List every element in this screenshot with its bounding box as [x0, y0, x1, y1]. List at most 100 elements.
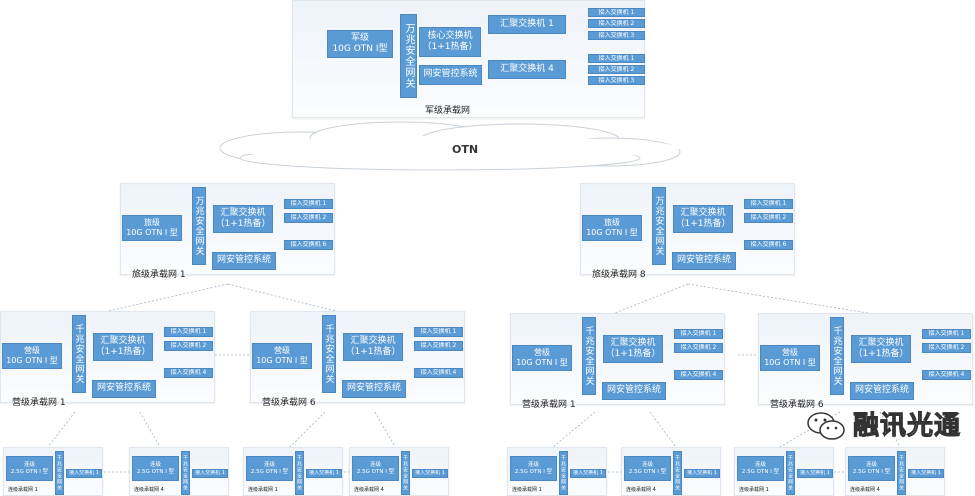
access-switch: 接入交换机 2	[674, 343, 723, 353]
network-title: 旅级承载网 8	[592, 270, 646, 280]
access-switch: 接入交换机 6	[284, 240, 333, 250]
otn-node: 连级 2.5G OTN I 型	[624, 456, 671, 481]
security-system: 网安管控系统	[342, 380, 406, 398]
aggregation-switch: 汇聚交换机 （1+1热备）	[673, 205, 733, 233]
otn-node: 连级 2.5G OTN I 型	[352, 456, 399, 481]
security-gateway: 千兆安全网关	[181, 451, 190, 495]
wechat-icon	[807, 412, 845, 440]
aggregation-switch: 汇聚交换机 （1+1热备）	[93, 333, 153, 361]
core-security-system: 网安管控系统	[419, 65, 482, 85]
security-gateway: 千兆安全网关	[401, 451, 410, 495]
aggregation-switch: 汇聚交换机 1	[488, 15, 566, 34]
security-gateway: 万兆安全网关	[652, 187, 666, 265]
access-switch: 接入交换机 1	[744, 199, 793, 209]
access-switch: 接入交换机 2	[588, 19, 645, 28]
network-title: 营级承载网 6	[262, 398, 316, 408]
security-system: 网安管控系统	[672, 252, 736, 270]
access-switch: 接入交换机 2	[588, 65, 645, 74]
access-switch: 接入交换机 1	[570, 469, 606, 478]
security-system: 网安管控系统	[92, 380, 156, 398]
network-title: 旅级承载网 1	[132, 270, 186, 280]
access-switch: 接入交换机 1	[684, 469, 720, 478]
access-switch: 接入交换机 1	[412, 469, 448, 478]
network-title: 连级承载网 1	[248, 487, 278, 493]
core-switch: 核心交换机 （1+1热备）	[419, 27, 481, 57]
access-switch: 接入交换机 3	[588, 76, 645, 85]
hierarchy-links	[47, 283, 901, 473]
access-switch: 接入交换机 2	[922, 343, 971, 353]
security-gateway: 千兆安全网关	[786, 451, 795, 495]
network-title: 连级承载网 1	[512, 487, 542, 493]
otn-node: 旅级 10G OTN I 型	[582, 215, 642, 241]
network-title: 连级承载网 1	[8, 487, 38, 493]
access-switch: 接入交换机 1	[908, 469, 944, 478]
security-gateway: 千兆安全网关	[322, 315, 336, 393]
core-gateway: 万兆安全网关	[400, 14, 417, 98]
otn-node: 营级 10G OTN I 型	[2, 343, 62, 369]
access-switch: 接入交换机 2	[414, 341, 463, 351]
otn-node: 连级 2.5G OTN I 型	[246, 456, 293, 481]
otn-node: 连级 2.5G OTN I 型	[132, 456, 179, 481]
network-title: 连级承载网 4	[850, 487, 880, 493]
core-otn-node: 军级 10G OTN I型	[327, 30, 393, 58]
network-title: 营级承载网 6	[770, 400, 824, 410]
security-gateway: 千兆安全网关	[559, 451, 568, 495]
access-switch: 接入交换机 1	[922, 329, 971, 339]
watermark: 融讯光通	[805, 409, 961, 443]
otn-node: 连级 2.5G OTN I 型	[510, 456, 557, 481]
security-gateway: 千兆安全网关	[72, 315, 86, 393]
security-system: 网安管控系统	[212, 252, 276, 270]
access-switch: 接入交换机 6	[744, 240, 793, 250]
otn-node: 营级 10G OTN I 型	[760, 345, 820, 371]
otn-node: 营级 10G OTN I 型	[512, 345, 572, 371]
security-system: 网安管控系统	[602, 382, 666, 400]
otn-cloud-label: OTN	[452, 143, 479, 156]
access-switch: 接入交换机 4	[164, 368, 213, 378]
network-title: 连级承载网 4	[626, 487, 656, 493]
access-switch: 接入交换机 2	[164, 341, 213, 351]
access-switch: 接入交换机 1	[66, 469, 102, 478]
access-switch: 接入交换机 1	[306, 469, 342, 478]
security-gateway: 千兆安全网关	[830, 317, 844, 395]
otn-node: 连级 2.5G OTN I 型	[848, 456, 895, 481]
otn-node: 营级 10G OTN I 型	[252, 343, 312, 369]
access-switch: 接入交换机 1	[588, 54, 645, 63]
access-switch: 接入交换机 1	[414, 327, 463, 337]
security-system: 网安管控系统	[850, 382, 914, 400]
access-switch: 接入交换机 4	[674, 370, 723, 380]
access-switch: 接入交换机 1	[797, 469, 833, 478]
otn-node: 连级 2.5G OTN I 型	[6, 456, 53, 481]
otn-node: 旅级 10G OTN I 型	[122, 215, 182, 241]
access-switch: 接入交换机 1	[192, 469, 228, 478]
security-gateway: 千兆安全网关	[582, 317, 596, 395]
access-switch: 接入交换机 3	[588, 31, 645, 40]
otn-node: 连级 2.5G OTN I 型	[737, 456, 784, 481]
security-gateway: 千兆安全网关	[55, 451, 64, 495]
access-switch: 接入交换机 1	[674, 329, 723, 339]
security-gateway: 千兆安全网关	[673, 451, 682, 495]
security-gateway: 千兆安全网关	[295, 451, 304, 495]
network-title: 连级承载网 1	[739, 487, 769, 493]
aggregation-switch: 汇聚交换机 （1+1热备）	[603, 335, 663, 363]
otn-cloud	[219, 121, 681, 171]
access-switch: 接入交换机 2	[284, 213, 333, 223]
access-switch: 接入交换机 2	[744, 213, 793, 223]
security-gateway: 万兆安全网关	[192, 187, 206, 265]
aggregation-switch: 汇聚交换机 （1+1热备）	[343, 333, 403, 361]
access-switch: 接入交换机 1	[284, 199, 333, 209]
access-switch: 接入交换机 4	[414, 368, 463, 378]
access-switch: 接入交换机 1	[164, 327, 213, 337]
access-switch: 接入交换机 1	[588, 8, 645, 17]
network-title: 连级承载网 4	[134, 487, 164, 493]
core-network-frame	[292, 0, 645, 118]
watermark-text: 融讯光通	[852, 411, 962, 442]
aggregation-switch: 汇聚交换机 （1+1热备）	[213, 205, 273, 233]
access-switch: 接入交换机 4	[922, 370, 971, 380]
core-network-title: 军级承载网	[425, 106, 471, 116]
security-gateway: 千兆安全网关	[897, 451, 906, 495]
aggregation-switch: 汇聚交换机 4	[488, 60, 566, 79]
network-title: 营级承载网 1	[12, 398, 66, 408]
aggregation-switch: 汇聚交换机 （1+1热备）	[851, 335, 911, 363]
network-title: 营级承载网 1	[522, 400, 576, 410]
